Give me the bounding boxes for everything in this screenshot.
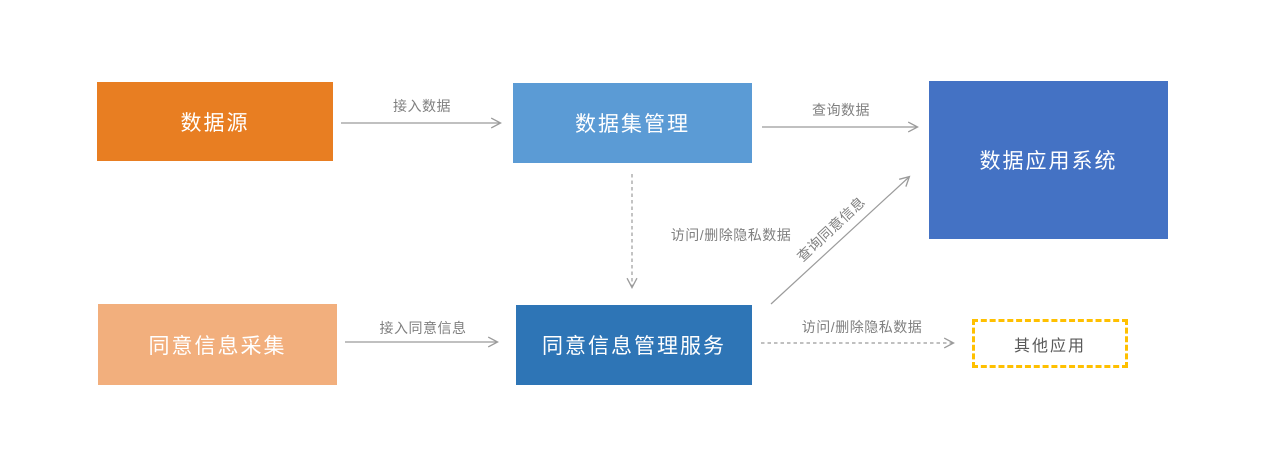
node-other-applications-label: 其他应用 — [1013, 337, 1086, 355]
node-consent-info-collection-label: 同意信息采集 — [148, 334, 287, 358]
node-consent-info-management-service-label: 同意信息管理服务 — [542, 335, 726, 358]
edge-label-access-consent-info: 接入同意信息 — [379, 320, 467, 336]
node-data-application-system: 数据应用系统 — [929, 81, 1168, 239]
node-consent-info-management-service: 同意信息管理服务 — [516, 305, 752, 385]
node-other-applications: 其他应用 — [972, 319, 1128, 368]
node-data-application-system-label: 数据应用系统 — [979, 150, 1118, 173]
node-dataset-management: 数据集管理 — [513, 83, 752, 163]
edge-label-access-delete-private-data-down: 访问/删除隐私数据 — [670, 227, 792, 243]
edge-query-consent-info — [770, 175, 911, 305]
node-consent-info-collection: 同意信息采集 — [98, 304, 337, 385]
edge-label-query-consent-info: 查询同意信息 — [793, 193, 869, 265]
node-dataset-management-label: 数据集管理 — [575, 113, 690, 136]
edge-label-access-data: 接入数据 — [393, 98, 451, 114]
node-data-source: 数据源 — [97, 82, 333, 161]
node-data-source-label: 数据源 — [180, 111, 250, 135]
edge-label-access-delete-private-data-right: 访问/删除隐私数据 — [801, 319, 923, 335]
edge-label-query-data: 查询数据 — [812, 102, 870, 118]
